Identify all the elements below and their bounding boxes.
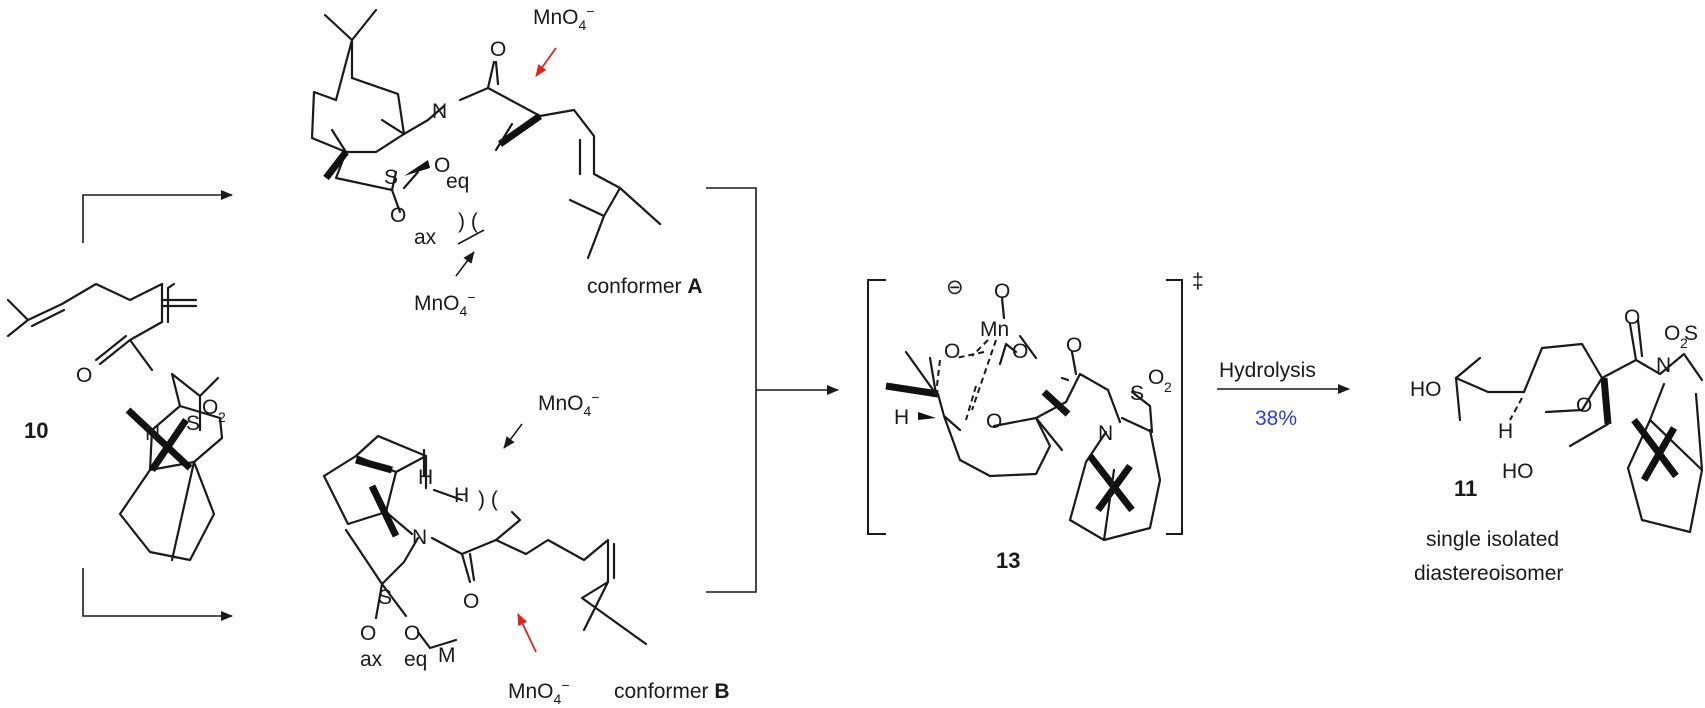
attack-arrow-bottom-A — [455, 251, 475, 277]
atom-H-13: H — [894, 406, 909, 429]
negative-charge: ⊖ — [946, 276, 964, 299]
red-attack-arrow-A — [535, 47, 557, 77]
atom-H-11: H — [1498, 420, 1513, 443]
compound-10-structure — [6, 282, 224, 562]
converging-bracket — [706, 187, 757, 593]
compound-13-structure — [885, 296, 1162, 542]
reagent-subscript: 4 — [460, 303, 468, 319]
reagent-subscript: 4 — [579, 17, 587, 33]
atom-O: O — [76, 364, 92, 387]
reagent-bottom-A: MnO4− — [414, 289, 476, 319]
atom-HO-lower-11: HO — [1502, 460, 1534, 483]
atom-N-B: N — [412, 526, 427, 549]
reagent-charge: − — [561, 677, 569, 693]
reagent-top-A: MnO4− — [533, 3, 595, 33]
so2-subscript-13: 2 — [1164, 379, 1172, 395]
atom-O-top-13: O — [994, 280, 1010, 303]
conformer-B-label: conformer B — [614, 680, 730, 703]
atom-HO-11: HO — [1410, 378, 1442, 401]
atom-M-B: M — [438, 644, 456, 667]
atom-SO2-O-11: O — [1664, 322, 1680, 345]
so2-subscript-11: 2 — [1680, 335, 1688, 351]
atom-SO2-O: O — [202, 396, 218, 419]
atom-O-eq-A: O — [434, 154, 450, 177]
reagent-label: MnO — [414, 292, 460, 315]
steric-clash-B: ) ( — [478, 488, 498, 511]
hydrolysis-label: Hydrolysis — [1219, 359, 1316, 382]
atom-O-eq-B: O — [404, 622, 420, 645]
conformer-B-structure — [322, 434, 648, 650]
label-eq-A: eq — [446, 170, 469, 193]
atom-N-13: N — [1098, 422, 1113, 445]
arrow-to-conformer-A — [82, 190, 233, 243]
compound-number-11: 11 — [1454, 476, 1477, 501]
arrow-to-conformer-B — [82, 568, 233, 621]
atom-N: N — [145, 422, 160, 445]
atom-S-A: S — [384, 166, 398, 189]
reagent-charge: − — [586, 3, 594, 19]
atom-N-A: N — [432, 100, 447, 123]
conformer-A-label: conformer A — [587, 275, 703, 298]
atom-Mn-13: Mn — [980, 318, 1009, 341]
atom-O-right-13: O — [1012, 340, 1028, 363]
product-note-line-1: single isolated — [1426, 528, 1559, 551]
attack-arrow-top-B — [503, 423, 523, 449]
svg-text:MnO4−: MnO4− — [508, 677, 570, 707]
ts-dagger: ‡ — [1192, 270, 1204, 293]
reagent-subscript: 4 — [584, 403, 592, 419]
svg-text:MnO4−: MnO4− — [533, 3, 595, 33]
atom-O-A: O — [490, 38, 506, 61]
atom-O-ring-11: O — [1576, 394, 1592, 417]
atom-H2-B: H — [454, 484, 469, 507]
atom-O-B: O — [463, 590, 479, 613]
steric-clash-A: ) ( — [458, 210, 478, 233]
atom-S: S — [186, 412, 200, 435]
product-note-line-2: diastereoisomer — [1414, 562, 1563, 585]
so2-subscript: 2 — [218, 409, 226, 425]
atom-O-ring-13: O — [986, 410, 1002, 433]
atom-O-ax-B: O — [360, 622, 376, 645]
atom-O-carbonyl-13: O — [1066, 334, 1082, 357]
label-eq-B: eq — [404, 648, 427, 671]
ts-bracket-right — [1166, 279, 1183, 535]
atom-N-11: N — [1656, 354, 1671, 377]
reagent-top-B: MnO4− — [538, 389, 600, 419]
steric-mark-A — [457, 229, 485, 245]
label-ax-B: ax — [360, 648, 383, 671]
atom-O-left-13: O — [944, 340, 960, 363]
reagent-label: MnO — [538, 392, 584, 415]
reagent-subscript: 4 — [554, 691, 562, 707]
ts-bracket-left — [867, 279, 886, 535]
reagent-charge: − — [467, 289, 475, 305]
atom-S-11: S — [1684, 322, 1698, 345]
atom-H1-B: H — [418, 466, 433, 489]
atom-S-B: S — [378, 586, 392, 609]
compound-number-10: 10 — [24, 418, 48, 443]
yield-label: 38% — [1255, 407, 1297, 430]
reagent-label: MnO — [533, 6, 579, 29]
reagent-charge: − — [591, 389, 599, 405]
compound-11-structure — [1454, 318, 1704, 534]
svg-text:MnO4−: MnO4− — [538, 389, 600, 419]
atom-SO2-O-13: O — [1148, 366, 1164, 389]
reagent-bottom-B: MnO4− — [508, 677, 570, 707]
reagent-label: MnO — [508, 680, 554, 703]
svg-text:MnO4−: MnO4− — [414, 289, 476, 319]
atom-O-carbonyl-11: O — [1624, 306, 1640, 329]
conformer-A-structure — [310, 8, 662, 260]
red-attack-arrow-B — [517, 613, 537, 653]
label-ax-A: ax — [414, 226, 437, 249]
atom-O-ax-A: O — [390, 204, 406, 227]
compound-number-13: 13 — [996, 548, 1020, 573]
atom-S-13: S — [1130, 382, 1144, 405]
